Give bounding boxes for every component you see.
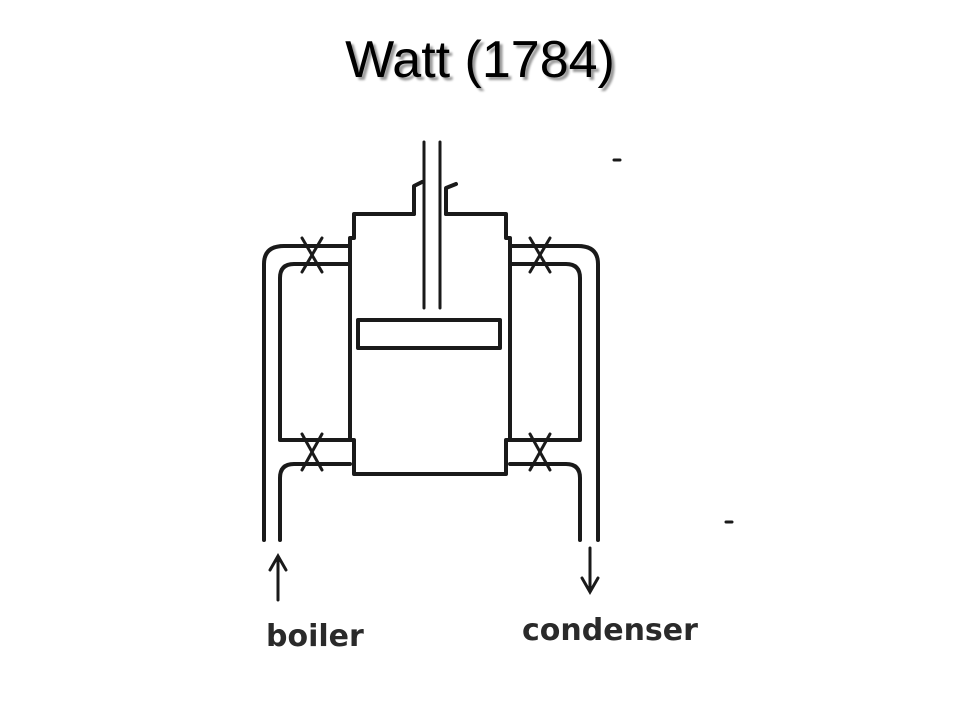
valve-top-right <box>528 236 552 274</box>
condenser-pipe-bypass <box>508 262 582 442</box>
boiler-pipe-bypass <box>278 262 352 442</box>
valve-bottom-left <box>300 432 324 472</box>
valve-bottom-right <box>528 432 552 472</box>
condenser-label: condenser <box>522 613 698 648</box>
piston-rod <box>422 140 442 310</box>
boiler-pipe-inner <box>278 462 352 542</box>
piston <box>356 318 502 350</box>
valve-top-left <box>300 236 324 274</box>
stuffing-box <box>412 180 458 216</box>
boiler-arrow-icon <box>268 552 288 602</box>
boiler-label: boiler <box>266 619 364 654</box>
slide-title: Watt (1784) <box>345 31 615 89</box>
condenser-pipe-inner <box>508 462 582 542</box>
condenser-pipe-outer <box>508 244 600 542</box>
cylinder <box>348 212 512 476</box>
condenser-arrow-icon <box>580 546 600 596</box>
boiler-pipe-outer <box>262 244 352 542</box>
